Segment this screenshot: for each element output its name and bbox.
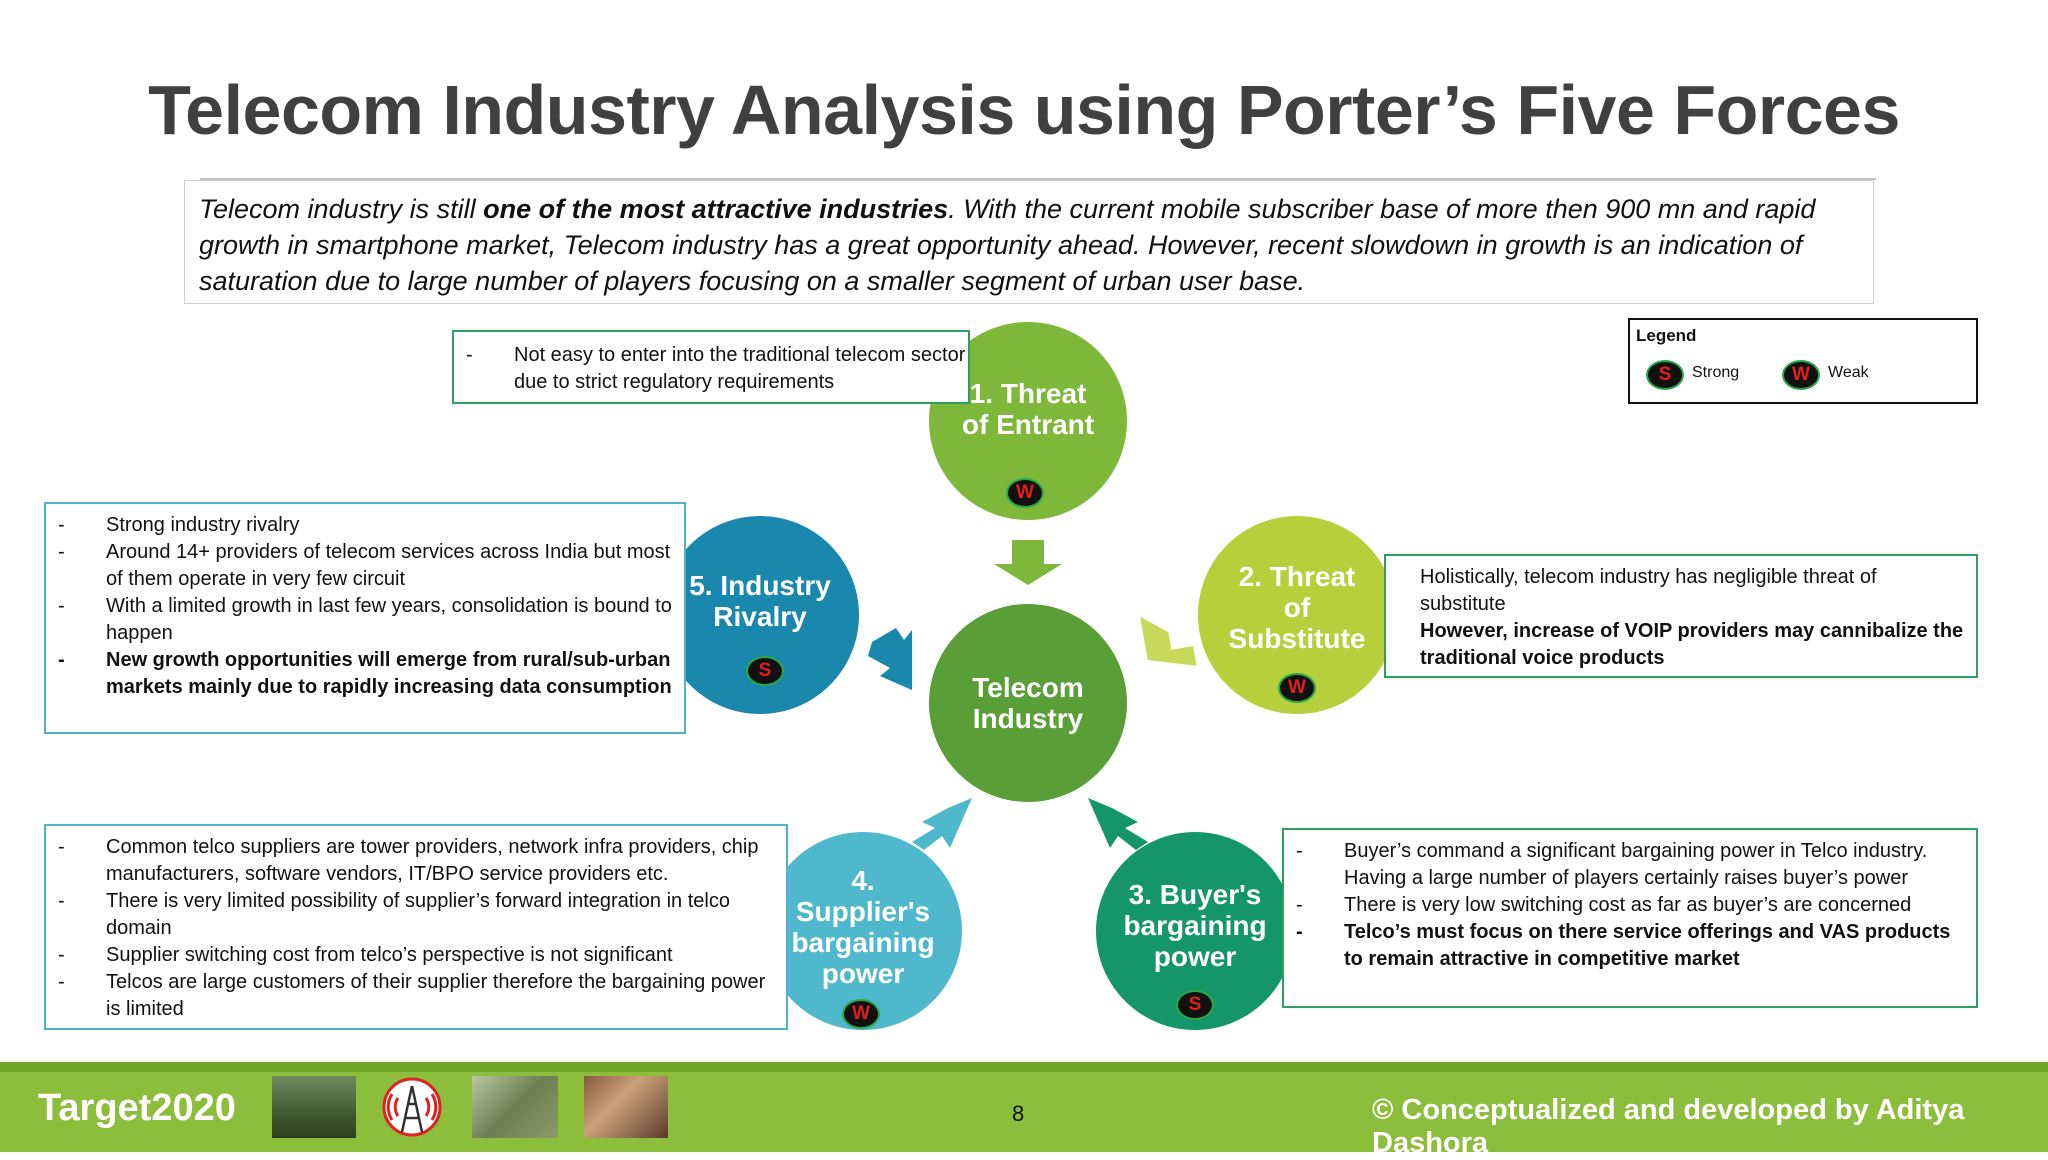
substitute-notes: Holistically, telecom industry has negli…: [1384, 554, 1978, 678]
supplier-line-4: power: [821, 958, 905, 989]
circle-suppliers-bargaining-power: 4. Supplier's bargaining power: [764, 832, 962, 1030]
people-thumbnail: [584, 1076, 668, 1138]
tower-logo-icon: [382, 1077, 442, 1137]
rivalry-rating-badge: S: [746, 656, 784, 686]
supplier-rating-badge: W: [842, 999, 880, 1029]
intro-text-post: . With the current mobile subscriber bas…: [199, 194, 1816, 296]
rivalry-line-2: Rivalry: [713, 601, 807, 632]
center-line-2: Industry: [972, 703, 1084, 734]
buyer-line-1: 3. Buyer's: [1128, 878, 1262, 910]
entrant-notes: Not easy to enter into the traditional t…: [452, 330, 970, 404]
entrant-rating-badge: W: [1006, 478, 1044, 508]
rivalry-note-1: Strong industry rivalry: [46, 512, 676, 539]
buyer-line-2: bargaining: [1123, 909, 1267, 941]
legend-strong-label: Strong: [1692, 364, 1740, 381]
supplier-note-2: There is very limited possibility of sup…: [46, 888, 778, 942]
legend-weak-badge: W: [1782, 360, 1820, 390]
intro-summary: Telecom industry is still one of the mos…: [184, 180, 1874, 304]
rivalry-note-2: Around 14+ providers of telecom services…: [46, 539, 676, 593]
center-telecom-industry: Telecom Industry: [929, 604, 1127, 802]
rivalry-line-1: 5. Industry: [689, 570, 831, 601]
entrant-line-2: of Entrant: [961, 409, 1095, 440]
rivalry-note-4: New growth opportunities will emerge fro…: [46, 647, 676, 701]
supplier-line-3: bargaining: [791, 927, 935, 958]
forest-thumbnail: [472, 1076, 558, 1138]
buyer-note-2: There is very low switching cost as far …: [1284, 892, 1968, 919]
brand-name: Target2020: [38, 1087, 236, 1129]
arrow-buyer: [1088, 798, 1148, 850]
arrow-rivalry: [868, 628, 912, 690]
entrant-note-1: Not easy to enter into the traditional t…: [454, 342, 968, 396]
legend-strong-badge: S: [1646, 360, 1684, 390]
rivalry-notes: Strong industry rivalry Around 14+ provi…: [44, 502, 686, 734]
buyer-line-3: power: [1153, 940, 1237, 972]
supplier-note-1: Common telco suppliers are tower provide…: [46, 834, 778, 888]
substitute-note-2: However, increase of VOIP providers may …: [1420, 620, 1964, 669]
arrow-supplier: [912, 798, 972, 850]
legend: Legend S Strong W Weak: [1628, 318, 1978, 404]
arrow-entrant: [994, 540, 1062, 585]
footer-top-stripe: [0, 1062, 2048, 1072]
title-divider: [200, 178, 1876, 180]
legend-weak-label: Weak: [1828, 364, 1869, 381]
supplier-note-3: Supplier switching cost from telco’s per…: [46, 942, 778, 969]
supplier-note-4: Telcos are large customers of their supp…: [46, 969, 778, 1023]
substitute-line-1: 2. Threat: [1238, 560, 1356, 592]
legend-title: Legend: [1636, 326, 1697, 345]
arrow-substitute: [1140, 616, 1197, 666]
buyer-note-3: Telco’s must focus on there service offe…: [1284, 919, 1968, 973]
supplier-notes: Common telco suppliers are tower provide…: [44, 824, 788, 1030]
slide-title: Telecom Industry Analysis using Porter’s…: [148, 71, 1900, 149]
entrant-line-1: 1. Threat: [969, 378, 1087, 409]
landscape-thumbnail: [272, 1076, 356, 1138]
buyer-rating-badge: S: [1176, 990, 1214, 1020]
intro-text-bold: one of the most attractive industries: [483, 194, 949, 224]
substitute-note-1: Holistically, telecom industry has negli…: [1420, 566, 1877, 615]
buyer-notes: Buyer’s command a significant bargaining…: [1282, 828, 1978, 1008]
substitute-line-2: of: [1283, 591, 1311, 623]
supplier-line-1: 4.: [851, 865, 875, 896]
center-line-1: Telecom: [972, 672, 1084, 703]
author-credit: © Conceptualized and developed by Aditya…: [1372, 1094, 1965, 1159]
buyer-note-1: Buyer’s command a significant bargaining…: [1284, 838, 1968, 892]
page-number: 8: [1012, 1101, 1025, 1126]
rivalry-note-3: With a limited growth in last few years,…: [46, 593, 676, 647]
substitute-line-3: Substitute: [1228, 622, 1366, 654]
supplier-line-2: Supplier's: [795, 896, 931, 927]
intro-text-pre: Telecom industry is still: [199, 194, 484, 224]
substitute-rating-badge: W: [1278, 673, 1316, 703]
